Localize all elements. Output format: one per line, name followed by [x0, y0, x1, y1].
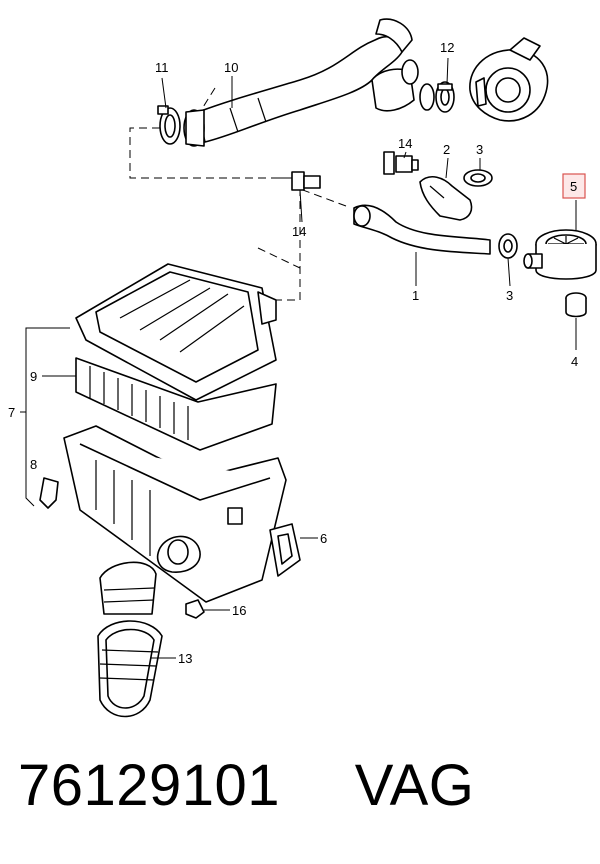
callout-13: 13 [178, 651, 192, 666]
part-number: 76129101 [18, 753, 281, 818]
callout-14-upper: 14 [398, 136, 412, 151]
part-14-fitting-left [291, 171, 321, 191]
part-4-cap [565, 292, 587, 318]
part-1-hose [353, 204, 491, 255]
callout-11: 11 [155, 60, 169, 75]
part-16-bolt [185, 599, 205, 619]
callout-2: 2 [443, 142, 450, 157]
callout-labels: 11 10 12 14 2 3 14 1 3 5 4 9 7 8 6 16 13 [8, 40, 586, 666]
part-7-bracket [25, 327, 70, 507]
callout-12: 12 [440, 40, 454, 55]
air-filter-lid [75, 263, 277, 401]
callout-7: 7 [8, 405, 15, 420]
callout-9: 9 [30, 369, 37, 384]
assembly-lines [129, 87, 347, 301]
part-9-filter-element [75, 357, 277, 451]
callout-5-highlight-box [562, 173, 586, 199]
air-filter-housing [63, 425, 287, 603]
part-caption: 76129101 VAG [18, 752, 474, 819]
callout-16: 16 [232, 603, 246, 618]
leader-lines [42, 57, 577, 659]
part-8-clip [39, 477, 59, 509]
part-3-clamp-lower [498, 233, 518, 259]
brand-name: VAG [354, 753, 475, 818]
callout-3-lower: 3 [506, 288, 513, 303]
callout-4: 4 [571, 354, 578, 369]
callout-6: 6 [320, 531, 327, 546]
callout-5: 5 [570, 179, 577, 194]
callout-8: 8 [30, 457, 37, 472]
callout-10: 10 [224, 60, 238, 75]
part-5-breather-valve [523, 229, 597, 280]
callout-14-lower: 14 [292, 224, 306, 239]
part-11-clamp [157, 105, 205, 147]
part-10-upper-hose [197, 18, 419, 143]
callout-1: 1 [412, 288, 419, 303]
part-12-clamp [419, 81, 455, 113]
part-13-intake-duct [97, 561, 163, 718]
exploded-parts-diagram: 11 10 12 14 2 3 14 1 3 5 4 9 7 8 6 16 13 [8, 18, 597, 718]
turbocharger [469, 37, 549, 122]
part-3-clamp-upper [463, 169, 493, 187]
part-6-gasket [269, 523, 301, 577]
part-2-elbow-hose [419, 175, 473, 221]
part-14-fitting-right [383, 151, 419, 175]
callout-3-upper: 3 [476, 142, 483, 157]
